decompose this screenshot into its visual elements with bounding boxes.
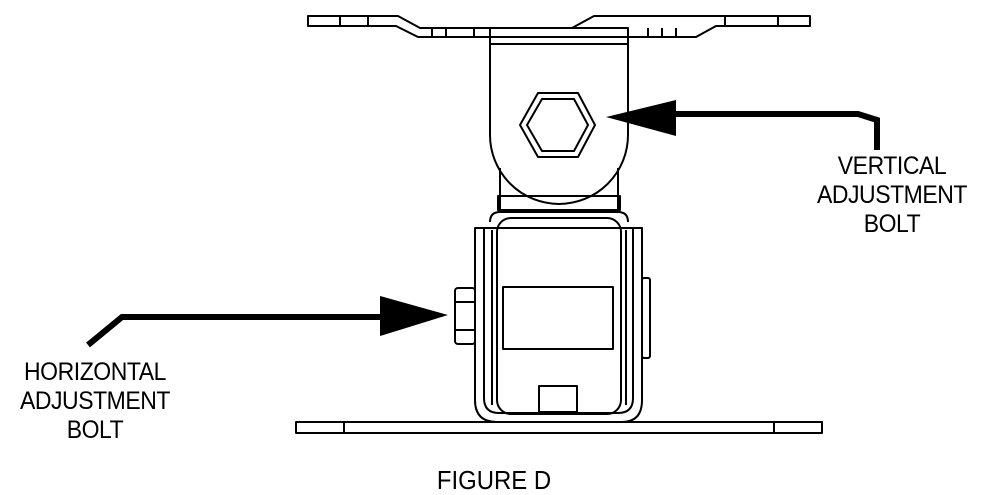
horizontal-bolt-leader-arrow — [86, 296, 448, 348]
bottom-base-plate — [295, 421, 823, 434]
vertical-adjustment-bolt — [519, 92, 596, 158]
label-line: ADJUSTMENT — [816, 181, 968, 209]
upper-bracket — [489, 27, 629, 210]
figure-caption: FIGURE D — [436, 465, 552, 495]
tilt-body — [491, 217, 627, 415]
vertical-bolt-leader-arrow — [606, 100, 880, 150]
lower-bracket — [474, 211, 643, 423]
horizontal-adjustment-bolt-label: HORIZONTAL ADJUSTMENT BOLT — [3, 358, 187, 445]
horizontal-adjustment-bolt — [454, 287, 476, 345]
vertical-adjustment-bolt-label: VERTICAL ADJUSTMENT BOLT — [800, 152, 984, 239]
label-line: BOLT — [863, 210, 921, 238]
right-bolt-end — [641, 277, 651, 359]
label-line: ADJUSTMENT — [19, 387, 171, 415]
label-line: HORIZONTAL — [24, 358, 166, 386]
top-mounting-plate — [307, 15, 811, 38]
label-line: BOLT — [66, 416, 124, 444]
bracket-connector — [497, 195, 621, 211]
label-line: VERTICAL — [837, 152, 947, 180]
